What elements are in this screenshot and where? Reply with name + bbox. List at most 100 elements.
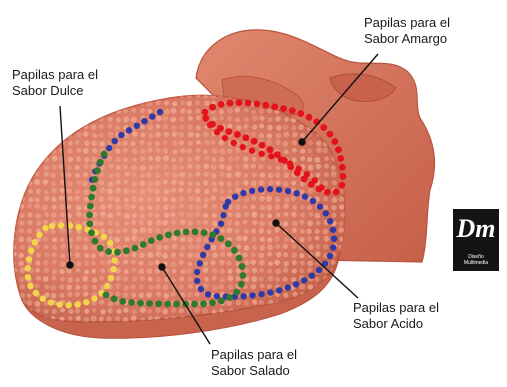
papilla [316,147,322,153]
papilla [131,204,136,209]
papilla [43,133,49,139]
papilla [92,245,97,250]
papilla [282,243,288,249]
papilla [274,227,279,232]
salty-region-dot [174,230,181,237]
papilla [250,252,255,257]
papilla [315,213,321,219]
papilla [195,211,201,217]
papilla [267,125,272,130]
papilla [179,92,185,98]
papilla [323,299,328,304]
papilla [252,115,258,121]
salty-region-dot [148,237,155,244]
bitter-region-inner-dot [295,165,301,171]
salty-region-dot [103,292,110,299]
bitter-region-dot [333,189,340,196]
papilla [43,100,49,106]
papilla [307,157,312,162]
bitter-region-dot [335,146,342,153]
papilla [148,277,153,282]
papilla [28,124,33,129]
papilla [276,165,281,170]
papilla [27,107,33,113]
papilla [331,284,337,290]
papilla [28,139,34,145]
papilla [162,220,168,226]
papilla [42,205,48,211]
papilla [316,308,321,313]
papilla [267,108,272,113]
papilla [212,252,218,258]
papilla [234,181,239,186]
papilla [315,244,320,249]
papilla [124,197,129,202]
papilla [146,197,151,202]
papilla [292,268,297,273]
papilla [36,156,42,162]
papilla [148,156,153,161]
papilla [19,189,24,194]
papilla [244,260,249,265]
papilla [307,205,312,210]
papilla [11,300,16,305]
papilla [187,237,193,243]
papilla [243,124,248,129]
bitter-region-dot [259,142,266,149]
papilla [19,316,25,322]
papilla [163,197,168,202]
papilla [43,140,49,146]
papilla [195,148,200,153]
papilla [42,108,47,113]
papilla [276,252,282,258]
papilla [140,307,146,313]
salty-region-dot [123,247,130,254]
papilla [35,100,41,106]
papilla [20,165,25,170]
papilla [52,155,58,161]
papilla [147,205,152,210]
papilla [11,101,17,107]
papilla [11,116,17,122]
papilla [308,245,313,250]
papilla [20,308,25,313]
papilla [252,173,257,178]
papilla [226,181,232,187]
papilla [107,316,112,321]
salty-region-dot [119,298,126,305]
papilla [259,300,264,305]
papilla [68,196,73,201]
papilla [34,133,40,139]
bitter-region-dot [242,134,249,141]
papilla [76,212,81,217]
papilla [20,284,25,289]
papilla [67,277,73,283]
papilla [188,173,193,178]
papilla [147,220,153,226]
papilla [59,115,65,121]
papilla [27,148,33,154]
papilla [122,228,127,233]
papilla [250,260,256,266]
salty-region-dot [173,301,180,308]
papilla [283,172,289,178]
papilla [195,181,200,186]
papilla [43,260,48,265]
pointer-acido-dot [273,220,279,226]
papilla [283,316,288,321]
papilla [172,243,178,249]
papilla [212,276,217,281]
papilla [219,109,224,114]
papilla [108,181,114,187]
papilla [163,124,168,129]
papilla [204,100,210,106]
papilla [10,108,16,114]
papilla [178,132,184,138]
papilla [66,285,72,291]
papilla [188,244,194,250]
papilla [131,315,137,321]
papilla [276,125,282,131]
papilla [274,236,279,241]
papilla [124,180,129,185]
papilla [276,181,281,186]
